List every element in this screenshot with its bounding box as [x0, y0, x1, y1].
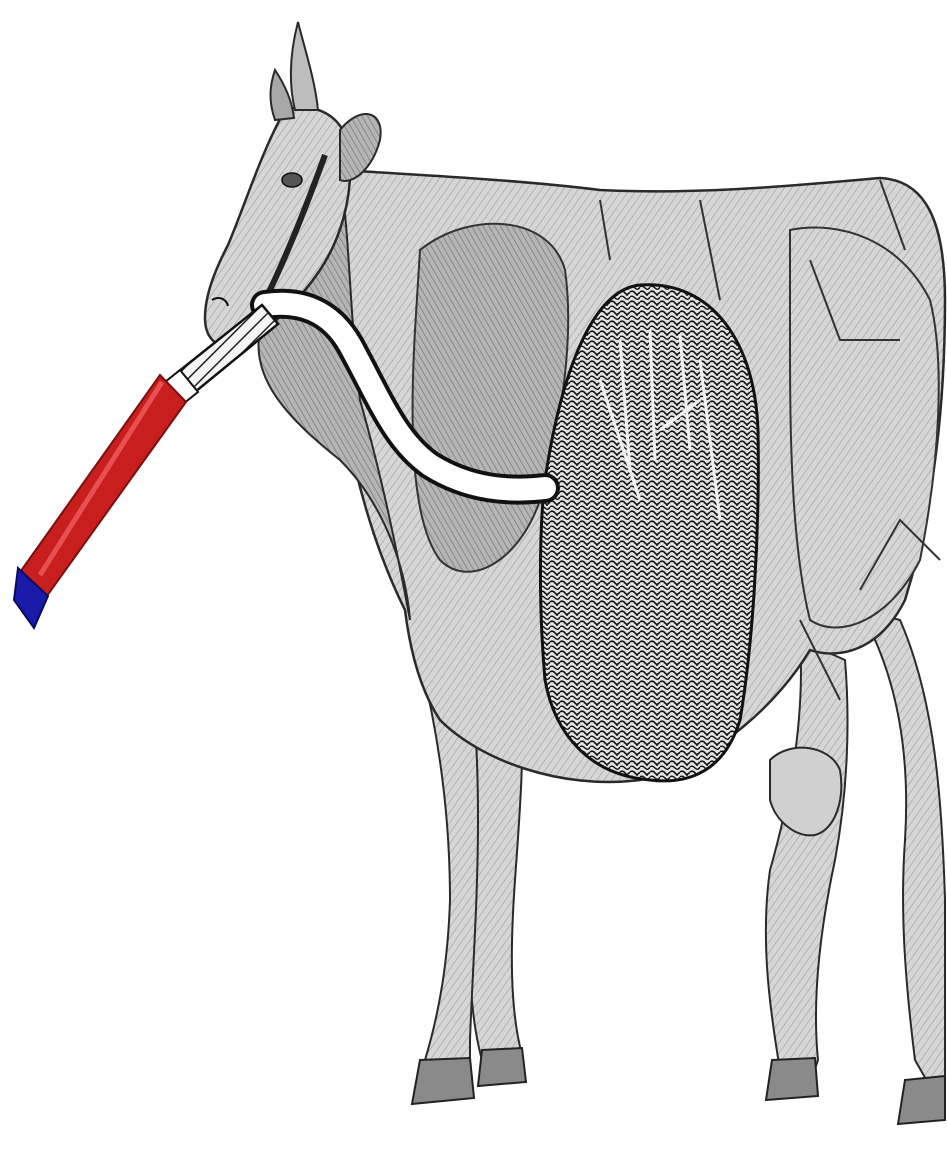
cow-horn-left: [291, 22, 318, 110]
rumen-icon: [540, 285, 758, 781]
cow-eye: [282, 173, 302, 187]
cow-udder: [770, 748, 841, 836]
hind-quarter: [790, 228, 939, 628]
hoof-front-far: [478, 1048, 526, 1086]
hind-leg-near: [860, 610, 945, 1095]
rumen-outline: [540, 285, 758, 781]
hoof-front-near: [412, 1058, 474, 1104]
hind-leg-far: [766, 640, 848, 1090]
hoof-hind-near: [898, 1076, 945, 1124]
hoof-hind-far: [766, 1058, 818, 1100]
tube-red-highlight: [40, 382, 162, 575]
